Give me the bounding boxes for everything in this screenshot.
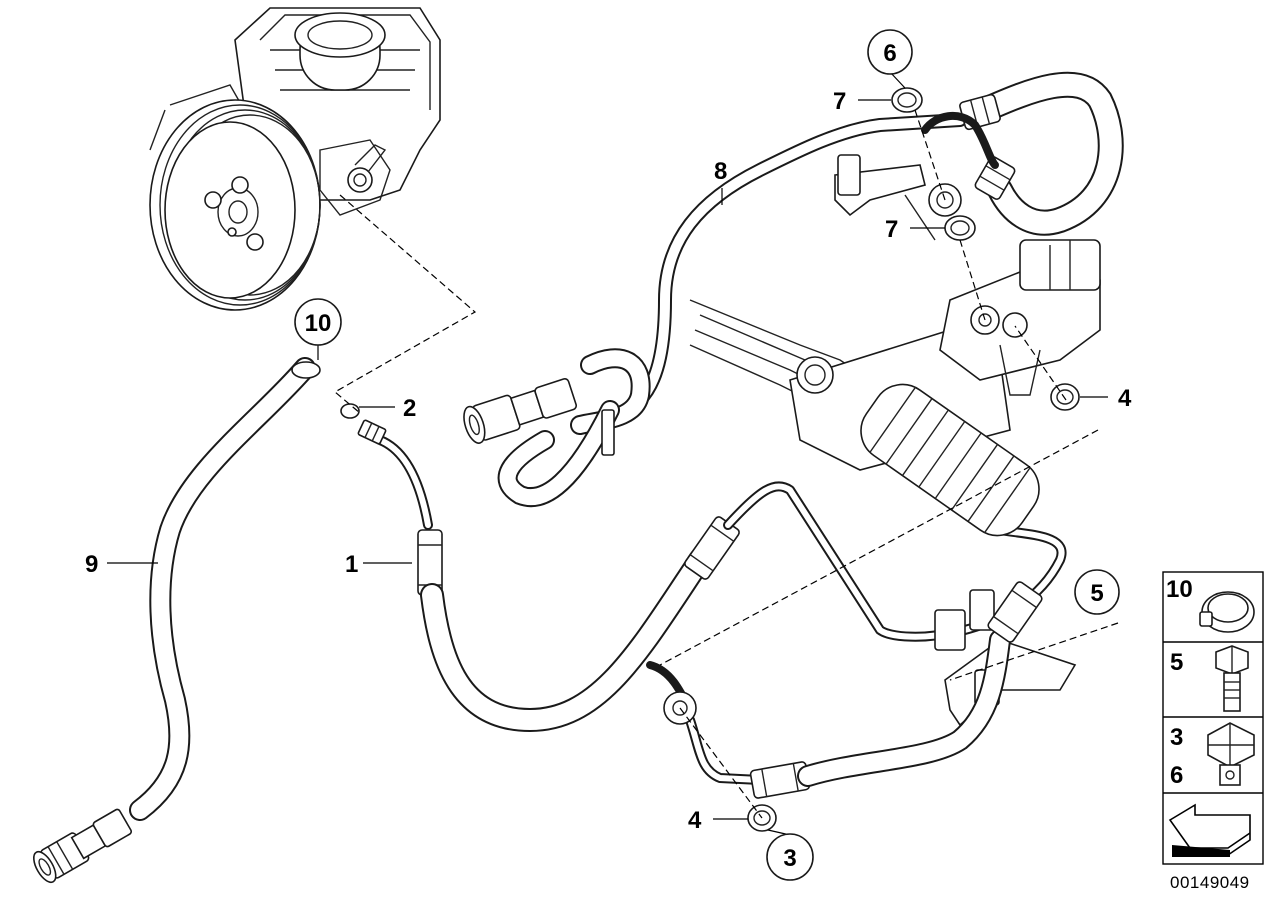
direction-arrow-icon	[1168, 803, 1251, 857]
callout-3-circle	[766, 833, 814, 881]
callout-5-circle	[1074, 569, 1120, 615]
hose-clamp-icon	[1199, 591, 1255, 633]
callout-7-upper-label: 7	[833, 88, 846, 115]
bolt-icon	[1215, 645, 1249, 712]
callout-4-lower-label: 4	[688, 807, 702, 834]
legend-5-label: 5	[1170, 649, 1183, 676]
callout-9-label: 9	[85, 551, 98, 578]
callout-10-circle	[294, 298, 342, 346]
seal-ring-7-lower	[944, 215, 976, 241]
callout-10-label: 10	[305, 310, 332, 337]
callout-7-lower-label: 7	[885, 216, 898, 243]
legend-3-label: 3	[1170, 724, 1183, 751]
seal-ring-2	[340, 403, 360, 419]
steering-rack	[689, 239, 1101, 727]
callout-5-label: 5	[1090, 580, 1103, 607]
hose-9	[33, 357, 321, 884]
lower-pipe	[646, 581, 1043, 799]
seal-ring-4-upper	[1050, 383, 1080, 411]
legend-6-label: 6	[1170, 762, 1183, 789]
seal-ring-6	[891, 87, 923, 113]
banjo-bolt-icon	[1207, 722, 1255, 786]
callout-1-label: 1	[345, 551, 358, 578]
callout-6-circle	[867, 29, 913, 75]
reference-lines	[333, 109, 1119, 819]
callout-3-label: 3	[783, 845, 796, 872]
parts-legend: 10 5 3 6	[1162, 571, 1264, 865]
callout-8-label: 8	[714, 158, 727, 185]
hose-1	[357, 419, 1067, 732]
leader-lines	[107, 71, 1108, 836]
power-steering-pump	[149, 7, 441, 311]
reference-number: 00149049	[1170, 873, 1250, 892]
callout-2-label: 2	[403, 395, 416, 422]
callout-4-upper-label: 4	[1118, 385, 1132, 412]
callouts: 9 1 2 4 4 7 7 8 10 6 5 3	[85, 29, 1132, 881]
legend-10-label: 10	[1166, 576, 1193, 603]
callout-6-label: 6	[883, 40, 896, 67]
